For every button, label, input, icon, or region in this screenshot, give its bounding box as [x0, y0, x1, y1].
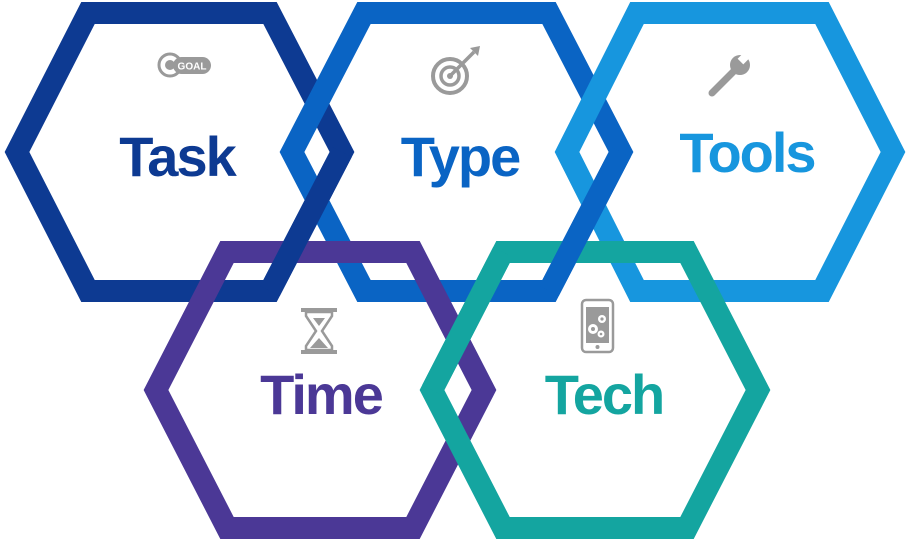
hourglass-icon: [301, 308, 337, 354]
time-label: Time: [260, 363, 383, 426]
target-arrow-icon: [431, 46, 480, 95]
tools-label: Tools: [679, 121, 814, 184]
tech-overlay-segment: [422, 246, 513, 396]
task-overlay-segment: [260, 146, 352, 297]
type-label: Type: [401, 125, 520, 188]
wrench-icon: [708, 51, 751, 97]
tablet-gears-icon: [580, 298, 615, 354]
goal-badge-icon: GOAL: [157, 52, 211, 78]
tech-label: Tech: [545, 363, 664, 426]
task-label: Task: [119, 125, 237, 188]
type-overlay-segment: [539, 146, 631, 297]
goal-badge-text: GOAL: [178, 62, 207, 73]
time-hexagon: [143, 241, 497, 539]
tools-hexagon: [554, 2, 906, 302]
